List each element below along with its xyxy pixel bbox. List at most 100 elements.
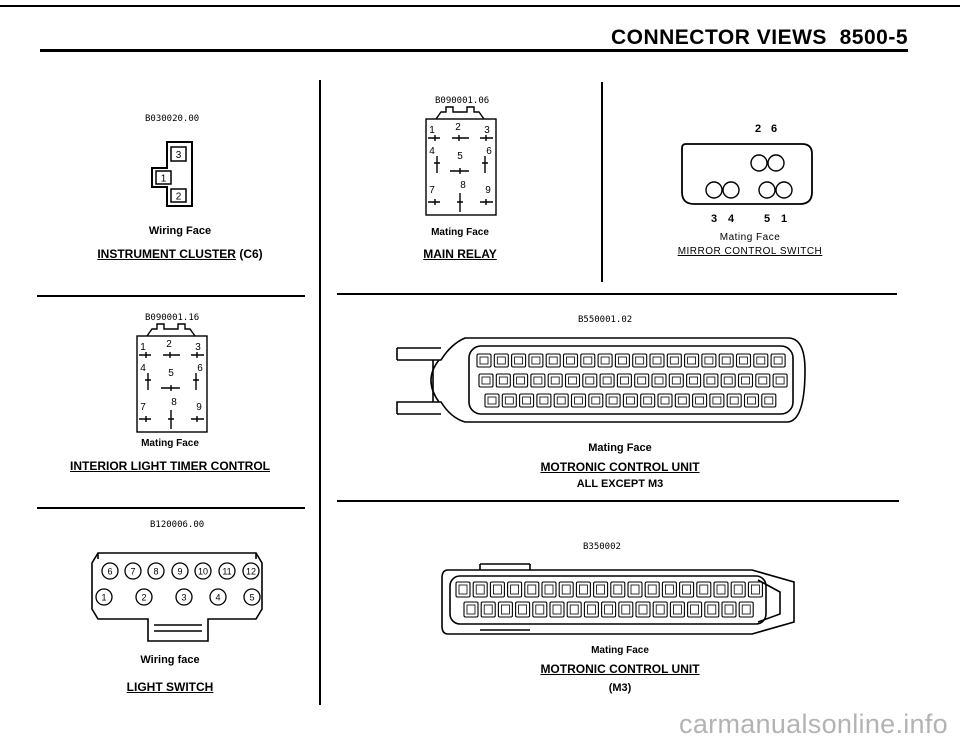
motronic-pin-socket-inner — [498, 376, 508, 385]
motronic-all-title: MOTRONIC CONTROL UNIT — [540, 460, 700, 474]
motronic-pin-socket — [513, 373, 529, 388]
motronic-pin-socket-inner — [756, 356, 766, 365]
motronic-pin-socket-inner — [625, 396, 635, 405]
m3-pin-socket-inner — [493, 584, 502, 595]
motronic-pin-socket — [536, 393, 552, 408]
mirror-pin-label: 2 — [755, 123, 761, 135]
motronic-pin-socket-inner — [514, 356, 523, 365]
motronic-pin-socket — [770, 353, 786, 368]
motronic-pin-socket — [755, 373, 771, 388]
timer-pin-label: 7 — [140, 402, 146, 413]
m3-pin-socket — [696, 581, 712, 598]
m3-pin-socket — [679, 581, 695, 598]
light-switch-pin-label: 8 — [153, 567, 158, 577]
motronic-pin-socket-inner — [704, 356, 714, 365]
motronic-pin-socket-inner — [635, 356, 645, 365]
light-switch-pin-label: 12 — [246, 567, 256, 577]
light-switch-title: LIGHT SWITCH — [126, 680, 214, 694]
header-title: CONNECTOR VIEWS — [610, 26, 827, 49]
light-switch-pin — [242, 562, 260, 580]
m3-pin-socket — [532, 601, 548, 618]
light-switch-pin — [209, 588, 227, 606]
divider-h-right-1 — [337, 293, 897, 295]
motronic-pin-socket — [605, 393, 621, 408]
light-switch-pin — [101, 562, 119, 580]
motronic-pin-socket — [614, 353, 630, 368]
m3-pin-socket-inner — [596, 584, 606, 595]
page-header: CONNECTOR VIEWS 8500-5 — [611, 26, 908, 50]
m3-pin-socket — [575, 581, 591, 598]
m3-pin-socket-inner — [561, 584, 571, 595]
m3-pin-socket — [507, 581, 523, 598]
m3-pin-socket-inner — [586, 604, 596, 615]
divider-vertical-right — [601, 82, 603, 282]
motronic-m3-face-label: Mating Face — [591, 645, 649, 656]
motronic-pin-socket-inner — [504, 396, 514, 405]
ic-pin-label: 3 — [176, 150, 182, 161]
m3-pin-socket-inner — [647, 584, 657, 595]
motronic-pin-socket-inner — [568, 376, 577, 385]
motronic-pin-socket — [476, 353, 492, 368]
light-switch-face-label: Wiring face — [140, 654, 200, 666]
motronic-pin-socket-inner — [522, 396, 532, 405]
motronic-pin-socket-inner — [723, 376, 733, 385]
motronic-pin-socket-inner — [689, 376, 699, 385]
timer-pin-label: 4 — [140, 363, 146, 374]
motronic-pin-socket — [616, 373, 632, 388]
mirror-pin-label: 6 — [771, 123, 777, 135]
light-switch-pin-label: 2 — [141, 593, 146, 603]
divider-vertical-left — [319, 80, 321, 705]
motronic-pin-socket — [495, 373, 511, 388]
light-switch-pin-label: 1 — [101, 593, 106, 603]
motronic-pin-socket-inner — [487, 396, 497, 405]
m3-pin-socket-inner — [664, 584, 674, 595]
motronic-m3-title: MOTRONIC CONTROL UNIT — [540, 662, 700, 676]
m3-pin-socket-inner — [535, 604, 545, 615]
light-switch-pin — [124, 562, 142, 580]
motronic-pin-socket-inner — [773, 356, 783, 365]
motronic-pin-socket — [478, 373, 494, 388]
m3-pin-socket — [730, 581, 746, 598]
watermark: carmanualsonline.info — [679, 709, 948, 739]
motronic-pin-socket-inner — [687, 356, 697, 365]
instrument-cluster-connector: 3 1 2 — [151, 141, 193, 207]
motronic-pin-socket — [580, 353, 596, 368]
light-switch-pin — [194, 562, 212, 580]
motronic-pin-socket — [528, 353, 544, 368]
motronic-pin-socket-inner — [496, 356, 506, 365]
motronic-pin-socket — [493, 353, 509, 368]
motronic-pin-socket-inner — [764, 396, 774, 405]
motronic-pin-socket — [634, 373, 650, 388]
main-relay-title: MAIN RELAY — [423, 247, 497, 261]
light-switch-pin — [175, 588, 193, 606]
instrument-cluster-suffix: (C6) — [239, 247, 263, 261]
interior-light-code: B090001.16 — [145, 313, 200, 323]
motronic-pin-socket-inner — [533, 376, 543, 385]
motronic-pin-socket-inner — [602, 376, 612, 385]
timer-pin-label: 1 — [140, 342, 146, 353]
m3-pin-socket — [472, 581, 488, 598]
motronic-pin-socket — [651, 373, 667, 388]
motronic-pin-socket — [501, 393, 517, 408]
m3-pin-socket — [558, 581, 574, 598]
timer-pin-label: 8 — [171, 397, 177, 408]
motronic-pin-socket — [547, 373, 563, 388]
timer-pin-label: 5 — [168, 368, 174, 379]
m3-pin-socket-inner — [466, 604, 476, 615]
m3-pin-socket-inner — [733, 584, 743, 595]
light-switch-pin — [135, 588, 153, 606]
motronic-pin-socket — [772, 373, 788, 388]
mirror-switch-connector: 2 6 3 4 5 1 — [681, 123, 813, 225]
motronic-pin-socket-inner — [481, 376, 491, 385]
motronic-pin-socket — [666, 353, 682, 368]
light-switch-pin-label: 5 — [249, 593, 254, 603]
m3-pin-socket-inner — [613, 584, 623, 595]
mirror-switch-face-label: Mating Face — [719, 232, 781, 243]
m3-pin-socket — [661, 581, 677, 598]
mirror-pin-label: 4 — [728, 213, 735, 225]
m3-pin-socket-inner — [716, 584, 726, 595]
motronic-pin-socket-inner — [566, 356, 575, 365]
motronic-pin-socket — [703, 373, 719, 388]
motronic-pin-socket-inner — [600, 356, 610, 365]
motronic-pin-socket — [622, 393, 638, 408]
